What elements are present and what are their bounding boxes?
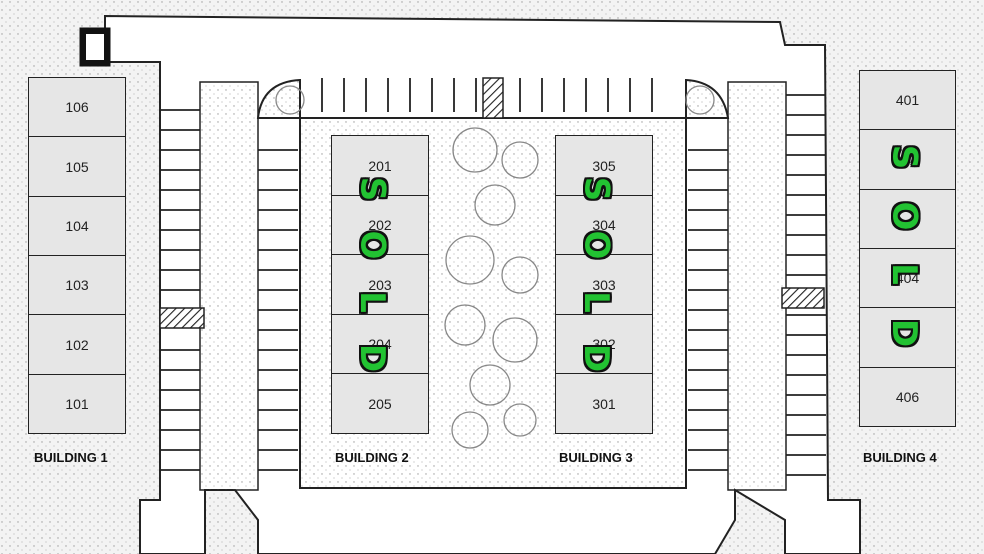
unit-cell[interactable]: 301 — [555, 373, 653, 435]
accessible-aisle-east — [781, 287, 825, 309]
unit-cell[interactable]: 401 — [859, 70, 956, 131]
unit-cell[interactable]: 302 — [555, 313, 653, 375]
unit-cell[interactable]: 406 — [859, 366, 956, 428]
unit-cell[interactable]: 303 — [555, 254, 653, 316]
building-label: BUILDING 2 — [335, 450, 409, 465]
building-label: BUILDING 3 — [559, 450, 633, 465]
sold-letter: O — [352, 230, 392, 260]
sold-letter: L — [883, 263, 924, 286]
unit-cell[interactable]: 105 — [28, 136, 126, 198]
unit-cell[interactable]: 201 — [331, 135, 429, 197]
unit-cell[interactable]: 101 — [28, 373, 126, 435]
building-4: 401 404 406 — [859, 70, 956, 428]
unit-cell[interactable]: 106 — [28, 77, 126, 138]
sold-letter: S — [352, 176, 392, 202]
parking-stalls — [160, 78, 826, 476]
unit-cell[interactable]: 205 — [331, 373, 429, 435]
unit-cell[interactable]: 102 — [28, 314, 126, 376]
sold-letter: O — [576, 230, 616, 260]
unit-cell[interactable]: 305 — [555, 135, 653, 197]
sold-letter: D — [351, 343, 392, 373]
west-island — [199, 81, 259, 491]
unit-cell[interactable]: 404 — [859, 248, 956, 309]
sold-letter: D — [883, 318, 924, 348]
sold-letter: O — [884, 201, 924, 231]
trees — [275, 85, 715, 449]
unit-cell[interactable] — [859, 188, 956, 250]
unit-cell[interactable]: 204 — [331, 313, 429, 375]
unit-cell[interactable]: 202 — [331, 194, 429, 256]
sold-stamp: S O L D — [879, 140, 929, 350]
east-island — [727, 81, 787, 491]
unit-cell[interactable] — [859, 129, 956, 191]
sold-letter: L — [351, 290, 392, 313]
unit-cell[interactable]: 304 — [555, 194, 653, 256]
sold-letter: S — [576, 176, 616, 202]
accessible-aisle-west — [159, 307, 205, 329]
sold-letter: D — [575, 343, 616, 373]
sold-letter: S — [884, 144, 924, 170]
building-label: BUILDING 1 — [34, 450, 108, 465]
sold-letter: L — [575, 290, 616, 313]
accessible-aisle-north — [482, 77, 504, 119]
sold-stamp: S O L D — [571, 172, 621, 375]
unit-cell[interactable]: 103 — [28, 255, 126, 316]
building-label: BUILDING 4 — [863, 450, 937, 465]
unit-cell[interactable]: 203 — [331, 254, 429, 316]
unit-cell[interactable]: 104 — [28, 195, 126, 257]
sold-stamp: S O L D — [347, 172, 397, 375]
